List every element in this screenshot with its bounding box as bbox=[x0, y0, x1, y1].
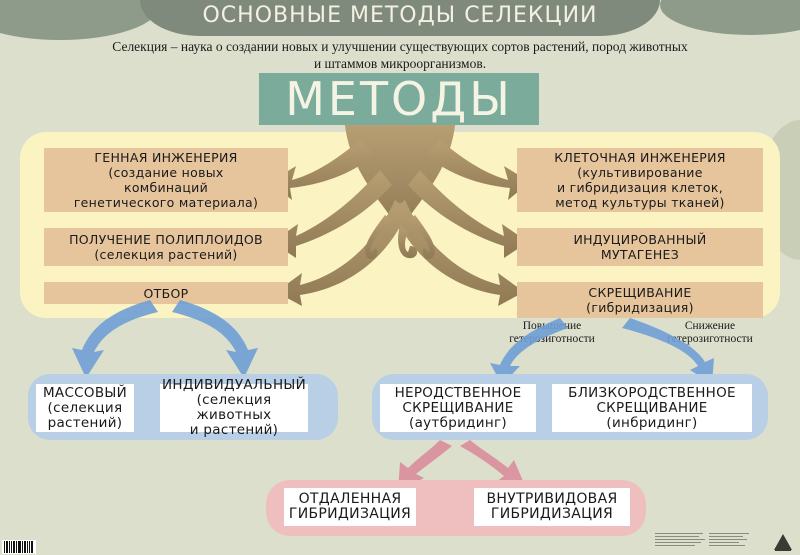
title-banner bbox=[140, 0, 660, 36]
method-line: КЛЕТОЧНАЯ ИНЖЕНЕРИЯ bbox=[554, 150, 726, 165]
method-line: СКРЕЩИВАНИЕ bbox=[588, 285, 692, 300]
method-line: (селекция растений) bbox=[94, 247, 238, 262]
method-line: ГЕННАЯ ИНЖЕНЕРИЯ bbox=[94, 150, 238, 165]
type-line: БЛИЗКОРОДСТВЕННОЕ bbox=[568, 384, 736, 401]
method-line: (гибридизация) bbox=[586, 300, 694, 315]
publisher-fine-print bbox=[655, 532, 765, 550]
method-line: и гибридизация клеток, bbox=[556, 180, 724, 195]
arrow-crossing-to-outbreeding bbox=[490, 318, 568, 385]
method-selection: ОТБОР bbox=[44, 282, 288, 304]
crossing-outbreeding: НЕРОДСТВЕННОЕ СКРЕЩИВАНИЕ (аутбридинг) bbox=[380, 384, 536, 432]
arrow-crossing-to-inbreeding bbox=[622, 318, 714, 384]
arrow-outbreeding-to-distant bbox=[398, 440, 452, 492]
type-line: ОТДАЛЕННАЯ bbox=[298, 491, 402, 507]
type-line: НЕРОДСТВЕННОЕ bbox=[394, 384, 522, 401]
type-line: ИНДИВИДУАЛЬНЫЙ bbox=[161, 377, 307, 393]
note-line: гетерозиготности bbox=[667, 333, 753, 345]
intro-line-2: и штаммов микроорганизмов. bbox=[313, 56, 487, 71]
type-line: (инбридинг) bbox=[606, 414, 698, 431]
selection-mass: МАССОВЫЙ (селекция растений) bbox=[36, 384, 134, 432]
publisher-logo-icon bbox=[774, 534, 792, 551]
selection-individual: ИНДИВИДУАЛЬНЫЙ (селекция животных и раст… bbox=[160, 378, 308, 438]
type-line: ГИБРИДИЗАЦИЯ bbox=[490, 506, 614, 522]
type-line: (аутбридинг) bbox=[409, 414, 507, 431]
barcode-image bbox=[2, 540, 36, 554]
method-line: ОТБОР bbox=[143, 285, 189, 301]
method-line: ИНДУЦИРОВАННЫЙ bbox=[573, 232, 707, 247]
fine-print-lines bbox=[655, 533, 749, 546]
page-title: ОСНОВНЫЕ МЕТОДЫ СЕЛЕКЦИИ bbox=[202, 3, 598, 28]
crossing-inbreeding: БЛИЗКОРОДСТВЕННОЕ СКРЕЩИВАНИЕ (инбридинг… bbox=[552, 384, 752, 432]
type-line: (селекция bbox=[47, 399, 123, 416]
type-line: (селекция животных bbox=[196, 392, 272, 423]
method-line: метод культуры тканей) bbox=[555, 195, 725, 210]
methods-label: МЕТОДЫ bbox=[285, 72, 513, 126]
arrow-outbreeding-to-intraspecific bbox=[460, 440, 526, 488]
method-line: (создание новых bbox=[108, 165, 224, 180]
method-line: генетического материала) bbox=[73, 195, 259, 210]
method-cell-engineering: КЛЕТОЧНАЯ ИНЖЕНЕРИЯ (культивирование и г… bbox=[517, 148, 763, 212]
method-line: комбинаций bbox=[123, 180, 209, 195]
type-line: СКРЕЩИВАНИЕ bbox=[402, 399, 514, 416]
method-line: ПОЛУЧЕНИЕ ПОЛИПЛОИДОВ bbox=[69, 232, 263, 247]
type-line: ГИБРИДИЗАЦИЯ bbox=[288, 506, 412, 522]
type-line: и растений) bbox=[189, 422, 279, 438]
method-induced-mutagenesis: ИНДУЦИРОВАННЫЙ МУТАГЕНЕЗ bbox=[517, 228, 763, 266]
arrow-selection-to-mass bbox=[72, 300, 158, 378]
type-line: МАССОВЫЙ bbox=[42, 384, 128, 401]
note-line: Снижение bbox=[684, 320, 736, 332]
intro-text: Селекция – наука о создании новых и улуч… bbox=[40, 38, 760, 72]
method-line: (культивирование bbox=[577, 165, 703, 180]
hybridization-distant: ОТДАЛЕННАЯ ГИБРИДИЗАЦИЯ bbox=[284, 488, 416, 526]
type-line: растений) bbox=[47, 414, 123, 431]
type-line: ВНУТРИВИДОВАЯ bbox=[486, 491, 618, 507]
branch-arrows-group bbox=[270, 125, 530, 306]
arrow-selection-to-individual bbox=[172, 300, 258, 378]
method-line: МУТАГЕНЕЗ bbox=[600, 247, 680, 262]
hybridization-intraspecific: ВНУТРИВИДОВАЯ ГИБРИДИЗАЦИЯ bbox=[474, 488, 630, 526]
method-crossing: СКРЕЩИВАНИЕ (гибридизация) bbox=[517, 282, 763, 318]
note-decrease-heterozygosity: Снижение гетерозиготности bbox=[650, 320, 770, 346]
type-line: СКРЕЩИВАНИЕ bbox=[596, 399, 708, 416]
method-genetic-engineering: ГЕННАЯ ИНЖЕНЕРИЯ (создание новых комбина… bbox=[44, 148, 288, 212]
intro-line-1: Селекция – наука о создании новых и улуч… bbox=[112, 39, 688, 54]
methods-label-box bbox=[259, 73, 539, 125]
method-polyploids: ПОЛУЧЕНИЕ ПОЛИПЛОИДОВ (селекция растений… bbox=[44, 228, 288, 266]
